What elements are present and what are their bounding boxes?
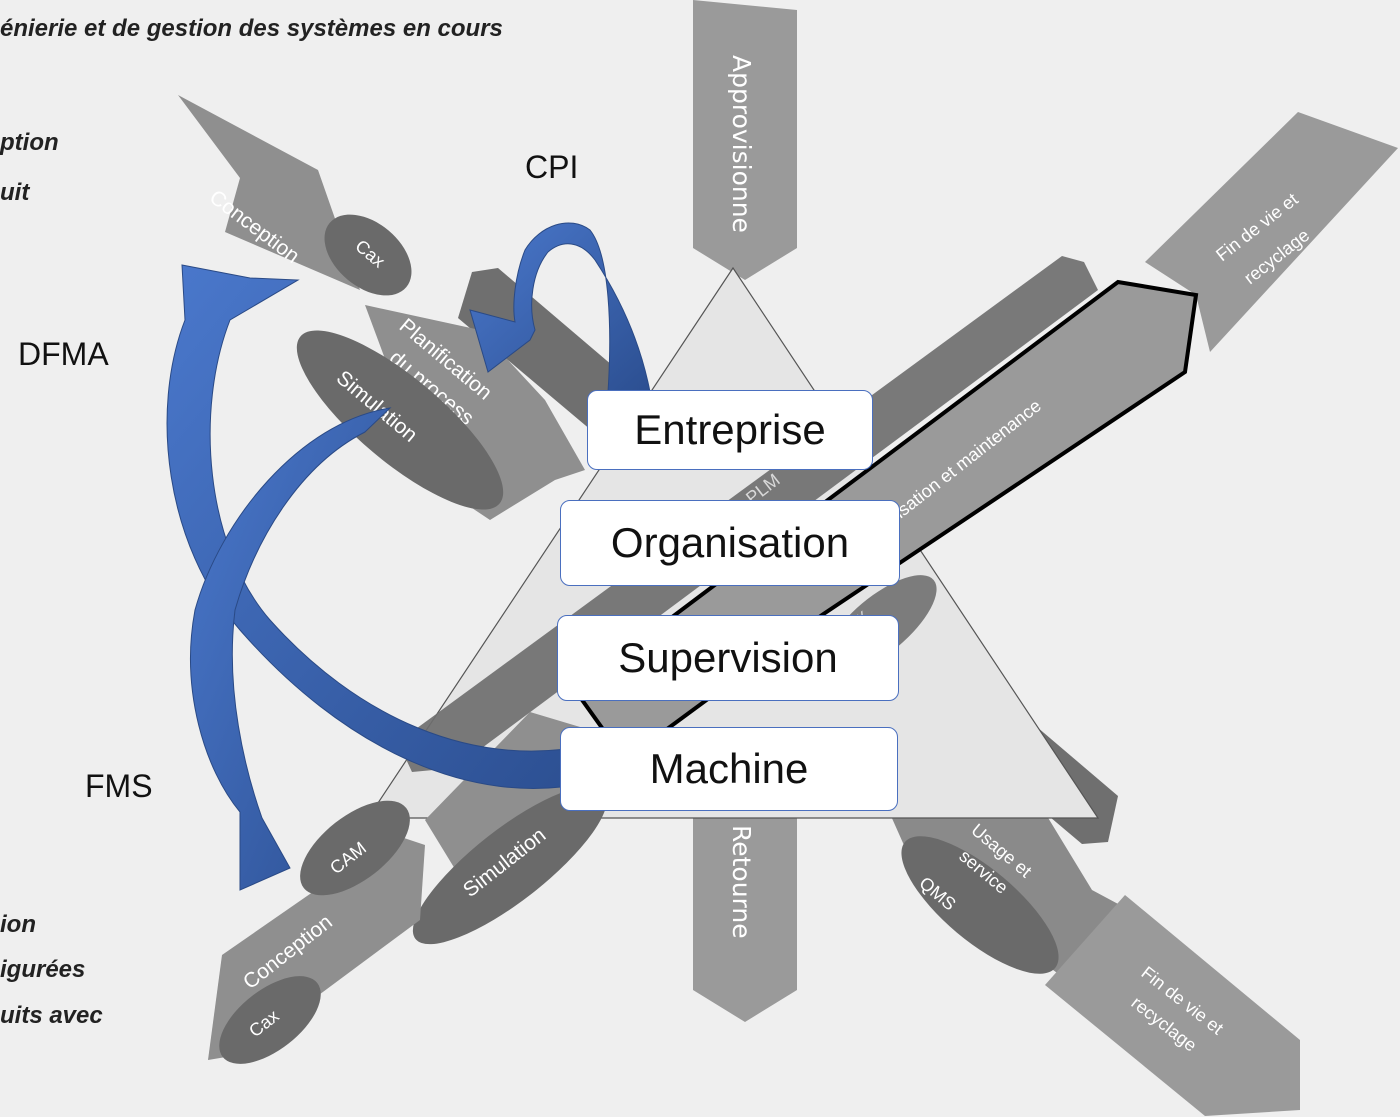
- conception-top-arrow: [178, 95, 360, 290]
- fms-label: FMS: [85, 768, 153, 804]
- left-top-text-1: ption: [0, 129, 59, 156]
- level-machine: Machine: [560, 727, 898, 811]
- left-bottom-text-3: uits avec: [0, 1002, 103, 1029]
- approvisionne-label: Approvisionne: [727, 55, 756, 233]
- simulation-top-ellipse: [296, 330, 504, 510]
- retourne-arrow: [693, 760, 797, 1022]
- cpi-loop-arrow: [469, 222, 651, 393]
- cax-top-ellipse: [324, 214, 412, 296]
- cpi-label: CPI: [525, 149, 578, 185]
- cax-bottom-ellipse: [219, 976, 321, 1064]
- level-organisation: Organisation: [560, 500, 900, 586]
- approvisionne-arrow: [693, 0, 797, 280]
- header-text: énierie et de gestion des systèmes en co…: [0, 15, 503, 42]
- level-entreprise: Entreprise: [587, 390, 873, 470]
- planification-arrow: [365, 305, 585, 520]
- cam-ellipse: [300, 800, 410, 896]
- dfma-label: DFMA: [18, 336, 109, 372]
- fms-loop-arrow: [190, 407, 392, 891]
- qms-ellipse: [901, 836, 1059, 974]
- retourne-label: Retourne: [727, 825, 756, 939]
- left-bottom-text-1: ion: [0, 911, 36, 938]
- level-supervision: Supervision: [557, 615, 899, 701]
- dfma-loop-arrow: [166, 264, 591, 789]
- fin-de-vie-top-arrow: [1145, 112, 1398, 352]
- left-top-text-2: uit: [0, 179, 30, 206]
- left-bottom-text-2: igurées: [0, 956, 85, 983]
- simulation-bottom-ellipse: [412, 785, 608, 945]
- fin-de-vie-bottom-arrow: [1045, 895, 1300, 1116]
